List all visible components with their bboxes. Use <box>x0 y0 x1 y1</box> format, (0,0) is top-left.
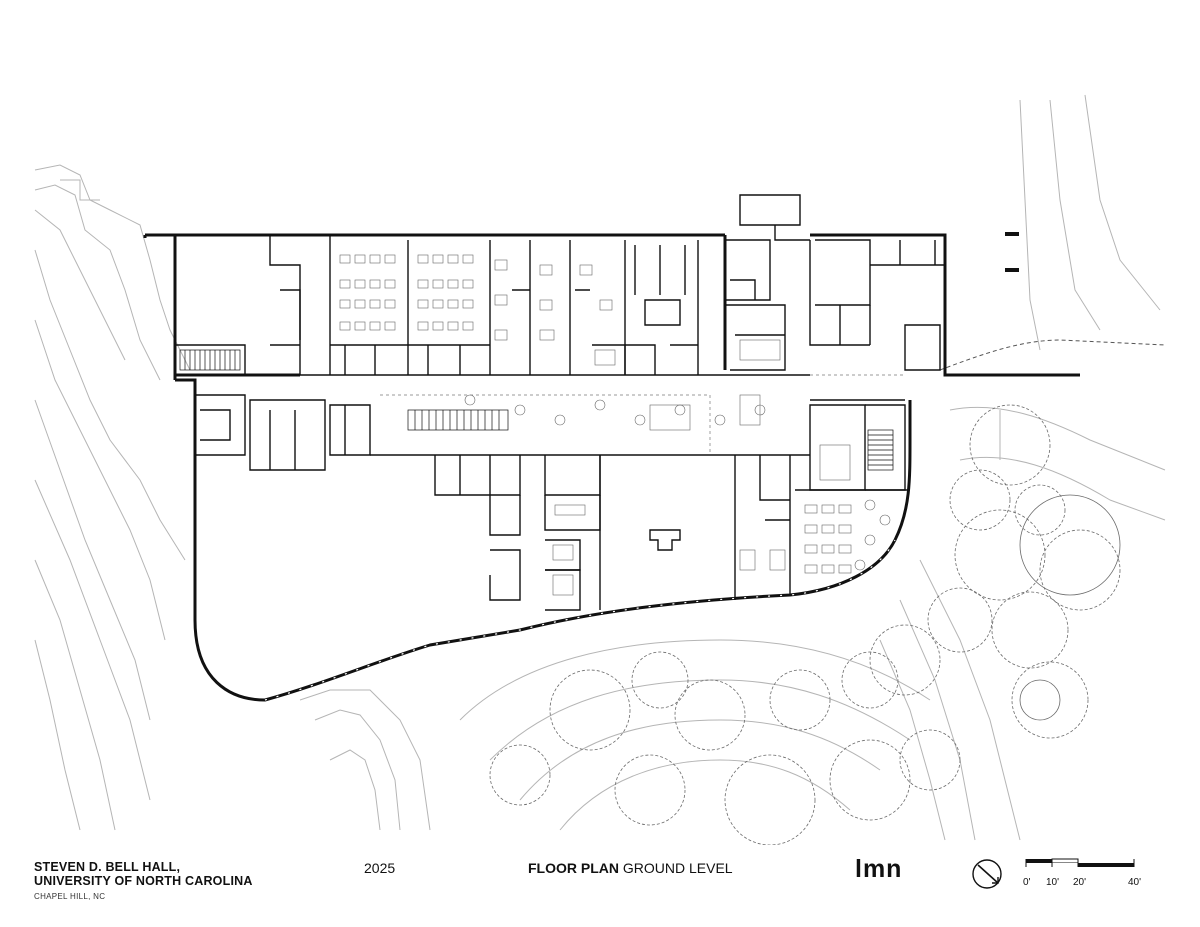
trees-solid <box>1019 494 1121 721</box>
scale-tick-40: 40' <box>1128 877 1142 888</box>
project-year: 2025 <box>364 860 396 876</box>
plan-title-level: GROUND LEVEL <box>622 860 733 876</box>
scale-tick-0: 0' <box>1023 877 1031 888</box>
floor-plan-drawing <box>34 94 1166 845</box>
canopy-line <box>939 339 1166 371</box>
entry-elements <box>1005 232 1019 272</box>
scale-tick-10: 10' <box>1046 877 1060 888</box>
site-context <box>34 94 1166 841</box>
project-info: STEVEN D. BELL HALL, UNIVERSITY OF NORTH… <box>34 860 253 904</box>
trees <box>489 404 1121 845</box>
plan-title-bold: FLOOR PLAN <box>528 860 619 876</box>
scale-tick-20: 20' <box>1073 877 1087 888</box>
furniture <box>339 254 891 596</box>
interior-walls <box>175 194 945 611</box>
north-arrow-icon <box>972 859 1002 889</box>
plan-title: FLOOR PLAN GROUND LEVEL <box>528 860 733 876</box>
scale-bar <box>1025 858 1135 867</box>
building-outline <box>143 233 1080 702</box>
stairs <box>179 349 894 471</box>
open-office-2 <box>417 254 474 331</box>
overhead-lines <box>380 374 905 455</box>
lounge-seating <box>464 394 891 571</box>
project-name-line1: STEVEN D. BELL HALL, <box>34 860 181 874</box>
open-office-1 <box>339 254 396 331</box>
classroom-tables <box>804 504 852 574</box>
project-location: CHAPEL HILL, NC <box>34 892 106 901</box>
project-name-line2: UNIVERSITY OF NORTH CAROLINA <box>34 874 253 888</box>
firm-logo: lmn <box>855 855 903 883</box>
